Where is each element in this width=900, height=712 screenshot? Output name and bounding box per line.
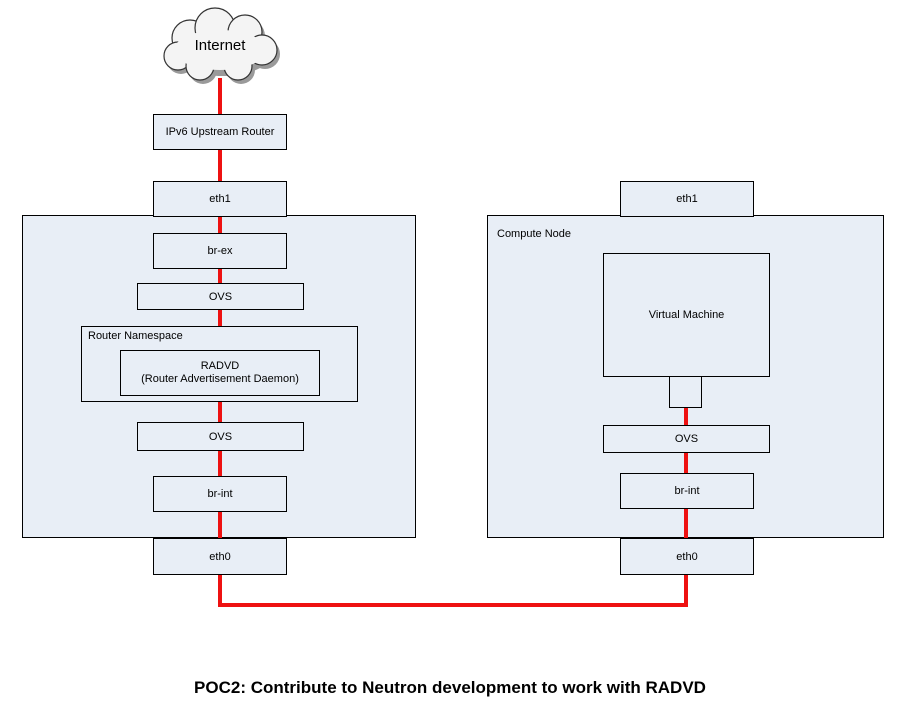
radvd-title: RADVD [200,360,240,372]
br-ex-box: br-ex [153,233,287,269]
eth1-box: eth1 [153,181,287,217]
vm-port-box [669,376,702,408]
ovs-bottom-box: OVS [137,422,304,451]
cn-eth1-box: eth1 [620,181,754,217]
cn-ovs-box: OVS [603,425,770,453]
cn-br-int-box: br-int [620,473,754,509]
br-int-box: br-int [153,476,287,512]
router-namespace-label: Router Namespace [88,330,183,342]
link-eth0-eth0 [218,575,688,607]
cn-eth0-box: eth0 [620,538,754,575]
radvd-box: RADVD (Router Advertisement Daemon) [120,350,320,396]
upstream-router-box: IPv6 Upstream Router [153,114,287,150]
compute-node-label: Compute Node [497,228,571,240]
eth0-box: eth0 [153,538,287,575]
radvd-subtitle: (Router Advertisement Daemon) [141,373,299,385]
diagram-caption: POC2: Contribute to Neutron development … [194,678,706,697]
ovs-top-box: OVS [137,283,304,310]
virtual-machine-box: Virtual Machine [603,253,770,377]
router-namespace-box: Router Namespace RADVD (Router Advertise… [81,326,358,402]
